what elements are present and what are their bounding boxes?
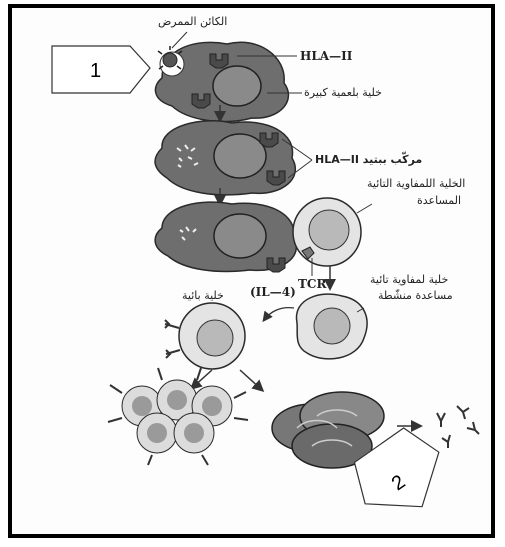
- label-hla-ii: HLA—II: [300, 50, 352, 62]
- b-cell-clones: [108, 368, 248, 465]
- tcell-leader-line: [357, 204, 372, 213]
- label-macrophage: خلية بلعمية كبيرة: [304, 87, 382, 98]
- label-tcr: TCR: [298, 278, 326, 290]
- helper-t-cell: [293, 198, 361, 266]
- diagram-frame: الكائن الممرض HLA—II خلية بلعمية كبيرة م…: [8, 4, 495, 538]
- label-il4: (IL—4): [250, 286, 296, 298]
- label-activated-t-2: مساعدة منشّطة: [378, 290, 453, 301]
- label-pathogen: الكائن الممرض: [158, 16, 227, 27]
- b-cell: [165, 303, 245, 369]
- label-peptide-complex: مركّب ببتيد HLA—II: [315, 154, 422, 165]
- label-b-cell: خلية بائية: [182, 290, 224, 301]
- callout-1-number: 1: [90, 61, 101, 81]
- immune-response-diagram: [12, 8, 492, 535]
- macrophage-stage2: [155, 121, 295, 195]
- arrow-to-plasma: [240, 370, 262, 390]
- macrophage-stage3: [155, 202, 296, 272]
- activated-t-cell: [296, 294, 367, 359]
- pathogen-leader-line: [172, 32, 187, 48]
- label-helper-t-2: المساعدة: [417, 195, 461, 206]
- label-helper-t: الخلية اللمفاوية التائية: [367, 178, 465, 189]
- label-activated-t: خلية لمفاوية تائية: [370, 274, 448, 285]
- arrow-to-clones: [192, 370, 212, 388]
- antibodies-icon: [437, 406, 479, 448]
- il4-arrow: [264, 308, 294, 320]
